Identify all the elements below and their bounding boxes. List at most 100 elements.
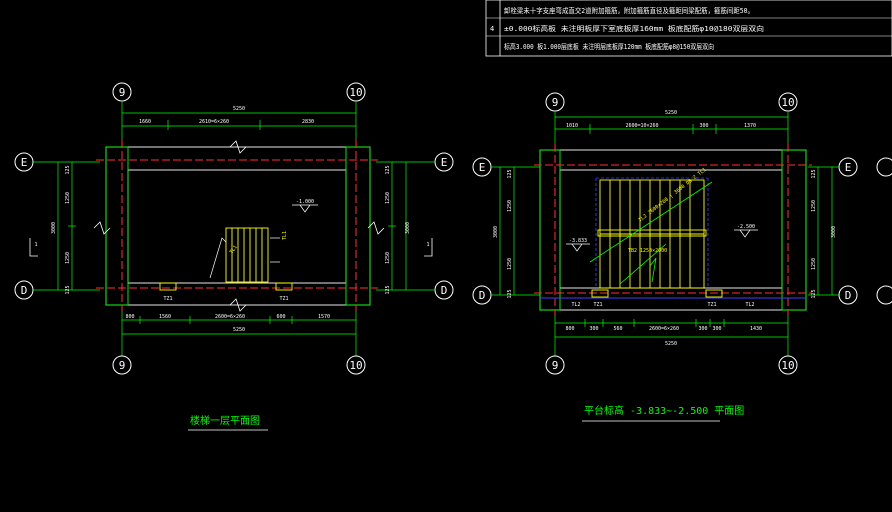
stair-arrow-left — [209, 237, 280, 279]
break-marks-left — [93, 140, 385, 312]
axis-bubble-9-top: 9 — [112, 82, 132, 145]
dim-right-r-seg-1: 125 — [811, 169, 817, 178]
dim-overall-top: 5250 — [233, 106, 245, 112]
dim-left-r-seg-1: 125 — [507, 169, 513, 178]
plan-left-title: 楼梯一层平面图 — [190, 414, 260, 427]
svg-text:D: D — [21, 284, 28, 297]
axis-bubble-10-top-r: 10 — [778, 92, 798, 150]
svg-text:9: 9 — [552, 96, 559, 109]
axis-bubble-10-top: 10 — [346, 82, 366, 145]
beam-tag-left-2: TZ1 — [279, 296, 288, 302]
dim-left-seg-3: 1250 — [65, 252, 71, 264]
dim-left-r-seg-4: 125 — [507, 289, 513, 298]
level-marker-right-2 — [734, 229, 758, 238]
dim-right-seg-1: 125 — [385, 165, 391, 174]
dim-left-vertical — [57, 162, 76, 290]
dim-bottom-r-seg-1: 800 — [565, 326, 574, 332]
axis-bubble-E-right: E — [376, 152, 454, 172]
axis-bubble-E-left: E — [14, 152, 100, 172]
beam-box-r2 — [705, 289, 723, 298]
svg-text:E: E — [21, 156, 28, 169]
beam-tag-right-1: TL2 — [571, 302, 580, 308]
axis-bubble-10-bottom: 10 — [346, 312, 366, 375]
dim-left-seg-1: 125 — [65, 165, 71, 174]
dim-right-overall: 3000 — [405, 222, 411, 234]
beam-box-1 — [159, 282, 177, 291]
svg-text:D: D — [845, 289, 852, 302]
axis-bubble-E-right-r: E — [808, 157, 858, 177]
stair-arrows-right — [589, 181, 713, 285]
dim-bottom-r-seg-4: 2600=6×260 — [649, 326, 679, 332]
dim-left-seg-2: 1250 — [65, 192, 71, 204]
stair-outline-blue — [595, 177, 709, 288]
dim-bottom-r-seg-7: 1430 — [750, 326, 762, 332]
axis-bubble-D-left: D — [14, 280, 100, 300]
dim-right-r-seg-4: 125 — [811, 289, 817, 298]
dim-bottom-seg-1: 800 — [125, 314, 134, 320]
dim-bottom-r-seg-2: 300 — [589, 326, 598, 332]
dim-right-seg-2: 1250 — [385, 192, 391, 204]
stair-label-right: TL2 2600×260 | 3600 DS 2 TL1 — [638, 167, 708, 224]
dim-bottom-r-seg-3: 560 — [613, 326, 622, 332]
notes-line-3: 标高3.000 板1.000层底板 未注明层底板厚120mm 板底配筋φ8@15… — [504, 42, 714, 51]
plan-left: 9 10 5250 1660 2610=6×260 2830 E D — [14, 82, 454, 431]
columns-right — [539, 149, 807, 311]
dim-bottom-overall-r: 5250 — [665, 341, 677, 347]
dim-right-r-seg-3: 1250 — [811, 258, 817, 270]
dim-bottom-seg-3: 2600=6×260 — [215, 314, 245, 320]
dim-right-seg-3: 1250 — [385, 252, 391, 264]
grid-lines-red-left — [96, 140, 378, 312]
dim-top-r-seg-3: 300 — [699, 123, 708, 129]
dim-bottom-overall: 5250 — [233, 327, 245, 333]
section-mark-label-2: 1 — [426, 242, 429, 248]
beam-tag-right-3: TZ1 — [707, 302, 716, 308]
level-marker-left — [292, 204, 318, 213]
dim-top-left — [122, 112, 356, 130]
axis-bubble-9-bottom-r: 9 — [545, 316, 565, 375]
axis-bubble-E-left-r: E — [472, 157, 540, 177]
flight-label-right: TB2 1250×2000 — [628, 248, 667, 254]
svg-text:10: 10 — [349, 86, 362, 99]
dim-left-overall-r: 3000 — [493, 226, 499, 238]
stair-flight-left — [225, 227, 269, 283]
dim-bottom-r-seg-6: 300 — [712, 326, 721, 332]
axis-bubble-9-bottom: 9 — [112, 312, 132, 375]
svg-text:D: D — [441, 284, 448, 297]
axis-bubble-D-right: D — [376, 280, 454, 300]
dim-left-r-seg-3: 1250 — [507, 258, 513, 270]
svg-text:9: 9 — [552, 359, 559, 372]
level-marker-right-1 — [566, 243, 590, 252]
dim-left-overall: 3000 — [51, 222, 57, 234]
grid-lines-red-right — [534, 144, 812, 316]
svg-text:D: D — [479, 289, 486, 302]
dim-right-vertical — [388, 162, 407, 290]
dim-top-seg-3: 2830 — [302, 119, 314, 125]
stair-tag-left: TL1 — [229, 244, 239, 255]
axis-bubble-partial-1 — [876, 157, 892, 177]
dim-top-r-seg-2: 2600=10×260 — [625, 123, 658, 129]
beam-box-r1 — [591, 289, 609, 298]
beam-tag-right-2: TZ1 — [593, 302, 602, 308]
axis-bubble-partial-2 — [876, 285, 892, 305]
dim-bottom-left — [122, 316, 356, 335]
svg-text:10: 10 — [781, 359, 794, 372]
beam-tag-right-4: TL2 — [745, 302, 754, 308]
dim-bottom-right — [555, 319, 788, 338]
svg-text:E: E — [441, 156, 448, 169]
dim-left-vertical-r — [499, 167, 515, 295]
svg-text:9: 9 — [119, 359, 126, 372]
axis-bubble-D-left-r: D — [472, 285, 540, 305]
beam-tag-left-1: TZ1 — [163, 296, 172, 302]
dim-bottom-r-seg-5: 300 — [698, 326, 707, 332]
dim-right-r-seg-2: 1250 — [811, 200, 817, 212]
dim-top-r-seg-4: 1370 — [744, 123, 756, 129]
section-mark-label-1: 1 — [34, 242, 37, 248]
stair-tag-left-2: TL1 — [282, 231, 288, 240]
dim-top-seg-2: 2610=6×260 — [199, 119, 229, 125]
svg-text:10: 10 — [781, 96, 794, 109]
axis-bubble-9-top-r: 9 — [545, 92, 565, 150]
svg-text:E: E — [479, 161, 486, 174]
level-right-2: -2.500 — [737, 224, 755, 230]
notes-line-2: ±0.000标高板 未注明板厚下室底板厚160mm 板底配筋φ10@180双层双… — [504, 24, 764, 33]
